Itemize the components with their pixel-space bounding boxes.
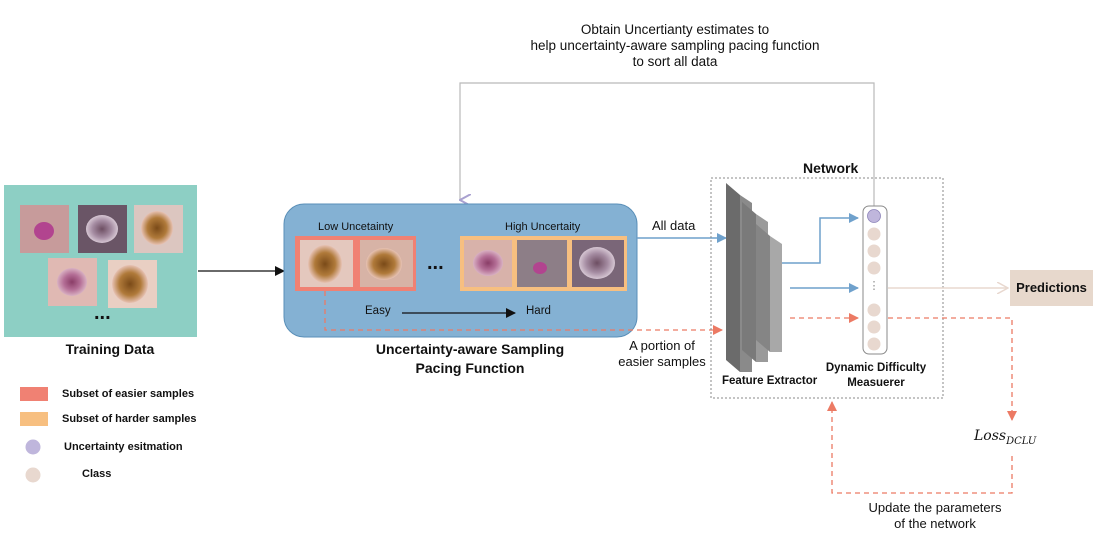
sampling-ellipsis: ... xyxy=(427,252,444,274)
sampling-title-line-2: Pacing Function xyxy=(415,360,525,376)
top-note-line-3: to sort all data xyxy=(632,54,718,69)
measurer-column xyxy=(862,205,888,355)
all-data-label: All data xyxy=(652,218,696,233)
update-line-1: Update the parameters xyxy=(868,500,1002,515)
legend-uncertainty-label: Uncertainty esitmation xyxy=(64,441,183,453)
easy-label: Easy xyxy=(365,305,391,317)
high-uncertainty-label: High Uncertaity xyxy=(505,221,581,233)
feature-extractor-slabs xyxy=(726,183,782,372)
update-line-2: of the network xyxy=(894,516,976,531)
measurer-label-line-2: Measuerer xyxy=(847,377,905,389)
training-ellipsis: ... xyxy=(94,302,111,324)
measurer-label: Dynamic Difficulty Measuerer xyxy=(822,361,930,391)
sampling-title: Uncertainty-aware Sampling Pacing Functi… xyxy=(350,340,590,378)
network-title: Network xyxy=(803,160,859,176)
legend-easier-label: Subset of easier samples xyxy=(62,388,195,400)
legend-class-label: Class xyxy=(82,468,112,480)
update-parameters-arrow xyxy=(827,401,1013,494)
legend-swatches xyxy=(20,387,48,483)
feature-extractor-label: Feature Extractor xyxy=(722,375,818,387)
training-thumbnails xyxy=(20,205,183,308)
top-note-line-1: Obtain Uncertianty estimates to xyxy=(580,22,770,37)
loss-subscript: DCLU xyxy=(1006,435,1037,447)
legend-harder-label: Subset of harder samples xyxy=(62,413,197,425)
portion-label: A portion of easier samples xyxy=(606,338,718,370)
measurer-label-line-1: Dynamic Difficulty xyxy=(825,362,927,374)
top-note: Obtain Uncertianty estimates to help unc… xyxy=(495,22,855,70)
top-note-line-2: help uncertainty-aware sampling pacing f… xyxy=(530,38,820,53)
sampling-title-line-1: Uncertainty-aware Sampling xyxy=(375,341,565,357)
measurer-dots: ⋮ xyxy=(868,280,880,292)
portion-line-2: easier samples xyxy=(618,354,706,369)
easier-samples-dashed-arrow xyxy=(324,291,723,335)
to-loss-arrow xyxy=(888,317,1017,421)
loss-label: LossDCLU xyxy=(974,428,1036,447)
training-data-title: Training Data xyxy=(65,341,155,357)
hard-label: Hard xyxy=(526,305,551,317)
predictions-label: Predictions xyxy=(1016,280,1087,295)
extractor-to-measurer-arrows xyxy=(782,213,859,293)
low-uncertainty-label: Low Uncetainty xyxy=(318,221,394,233)
class-nodes xyxy=(867,227,881,351)
update-label: Update the parameters of the network xyxy=(850,500,1020,532)
loss-base: Loss xyxy=(974,428,1007,444)
portion-line-1: A portion of xyxy=(629,338,695,353)
top-feedback-arrow xyxy=(460,82,875,208)
predictions-box xyxy=(1010,270,1093,306)
uncertainty-node xyxy=(867,209,881,223)
